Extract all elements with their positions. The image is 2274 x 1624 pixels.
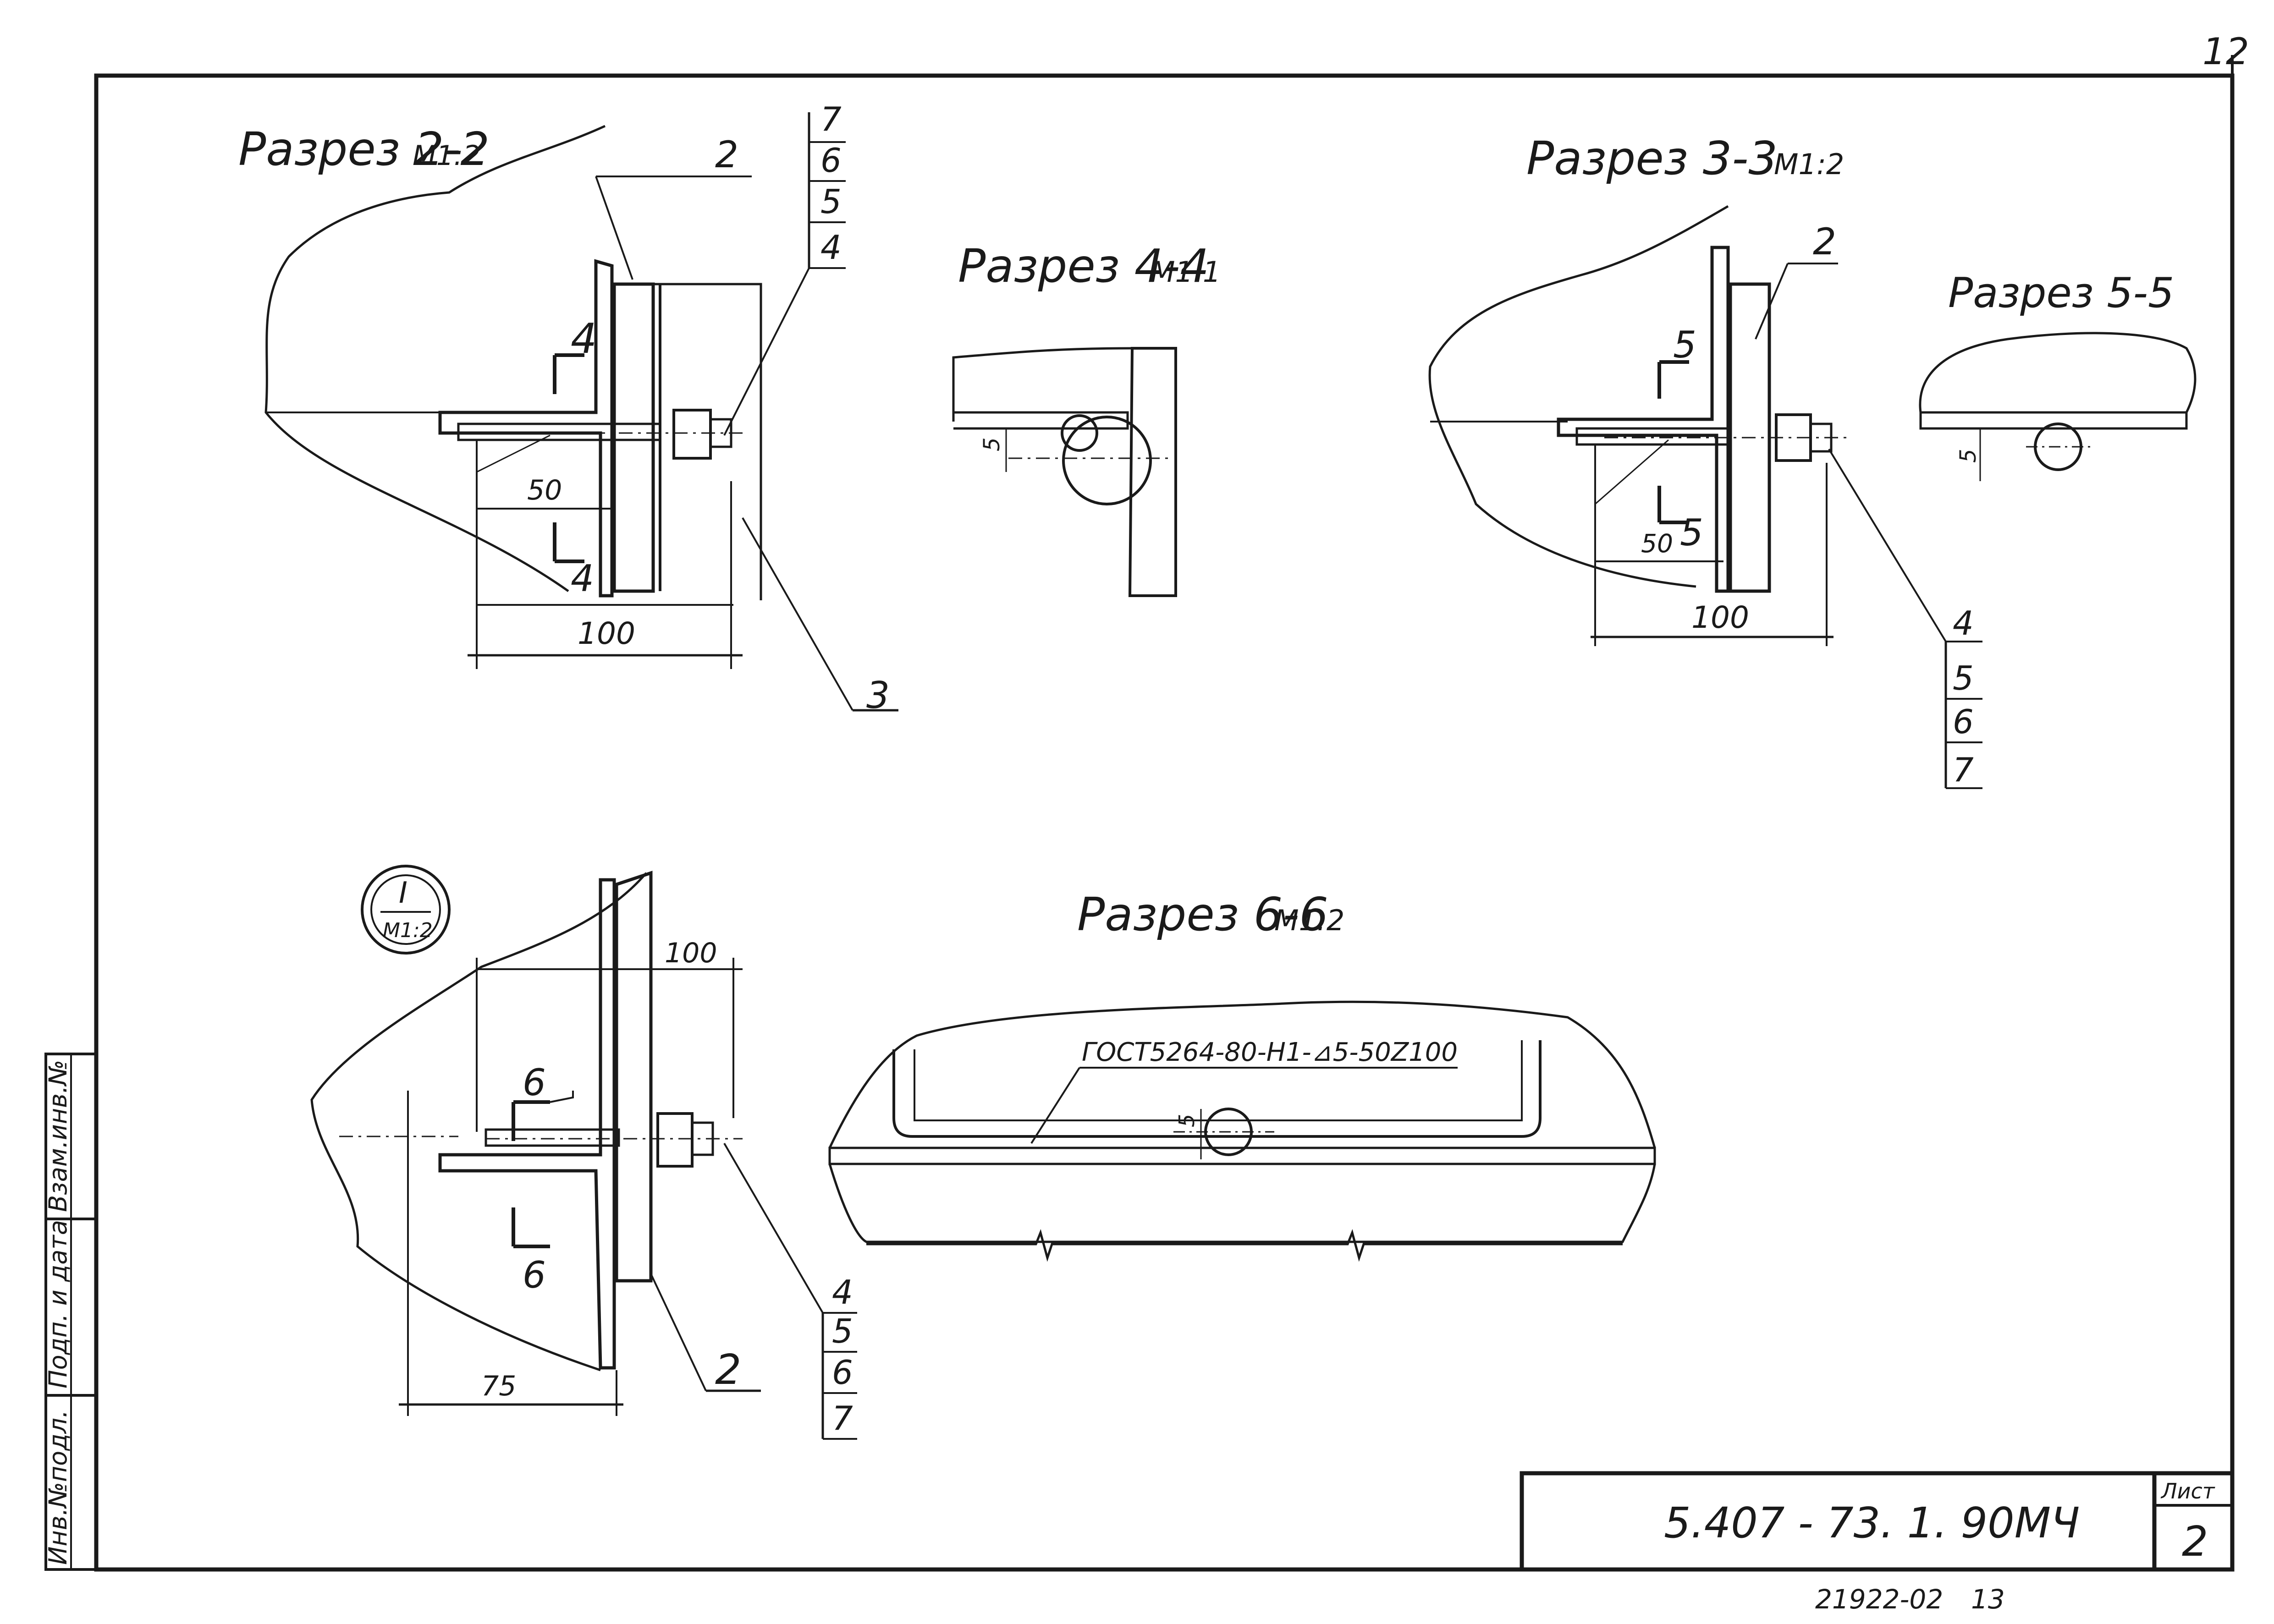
dim-5: 5 [1955,449,1981,463]
dim-100: 100 [1691,600,1749,635]
stack-6: 6 [832,1353,853,1392]
plate-6-6 [828,1147,1656,1165]
stack-5: 5 [1953,659,1974,697]
section-5-5-title: Разрез 5-5 [1948,269,2174,317]
insulation-layer-node [615,871,653,1283]
stack-6: 6 [820,141,842,180]
section-mark-bottom: 6 [523,1254,546,1296]
angle-profile [438,259,614,598]
dim-5: 5 [1174,1114,1199,1127]
section-2-2: Разрез 2-2 М1:2 2 7 6 5 4 4 4 50 [238,100,898,717]
dim-50: 50 [527,474,562,506]
section-mark-top: 6 [523,1061,546,1104]
section-2-2-scale: М1:2 [413,140,480,172]
node-label: I [399,876,407,910]
stack-4: 4 [820,228,842,267]
stack-7: 7 [832,1399,853,1437]
callout-2: 2 [715,133,738,176]
section-6-6: Разрез 6-6 М1:2 ГОСТ5264-80-Н1-⊿5-50Z100… [828,888,1656,1262]
insulation-layer [612,282,655,593]
sheet-frame [94,55,2235,1572]
dim-5: 5 [979,437,1005,451]
dim-100: 100 [665,937,717,969]
stack-4: 4 [832,1273,853,1311]
stack-5: 5 [820,182,842,221]
callout-3: 3 [866,674,890,717]
section-mark-bottom: 5 [1680,511,1703,554]
section-2-2-title: Разрез 2-2 [238,122,490,176]
dim-50: 50 [1641,529,1673,558]
section-6-6-scale: М1:2 [1274,904,1344,937]
wall-break-outline [264,125,606,593]
sheet-label: Лист [2160,1479,2215,1503]
callout-2: 2 [1813,220,1836,263]
section-3-3: Разрез 3-3 М1:2 2 5 5 50 100 4 5 6 7 [1428,132,1982,789]
section-mark-top: 5 [1673,324,1696,366]
section-3-3-title: Разрез 3-3 [1526,132,1778,185]
dim-100: 100 [578,616,635,651]
section-mark-top: 4 [571,315,597,363]
section-4-4-title: Разрез 4-4 [958,239,1209,293]
stack-5: 5 [832,1312,853,1350]
stamp-podp-data: Подп. и дата [44,1220,72,1388]
bolt [457,422,661,441]
stack-4: 4 [1953,604,1974,642]
nut [672,409,712,460]
sheet-number: 2 [2182,1518,2208,1566]
title-block [1520,1471,2235,1572]
weld-note: ГОСТ5264-80-Н1-⊿5-50Z100 [1082,1037,1458,1067]
stamp-inv-podl: Инв.№подл. [44,1410,72,1565]
stamp-vzam-inv: Взам.инв.№ [44,1060,72,1212]
stack-7: 7 [1953,751,1974,789]
angle-profile-3 [1557,246,1730,593]
section-5-5: Разрез 5-5 5 [1919,269,2197,481]
section-4-4: Разрез 4-4 М1:1 5 [952,239,1221,597]
archive-number: 21922-02 [1815,1584,1943,1615]
document-code: 5.407 - 73. 1. 90МЧ [1664,1498,2080,1547]
dim-75: 75 [481,1370,516,1402]
section-3-3-scale: М1:2 [1774,148,1844,181]
callout-2: 2 [715,1346,741,1394]
side-stamp: Инв.№подл. Подп. и дата Взам.инв.№ [44,1053,98,1571]
node-1: I М1:2 100 6 6 75 4 5 6 7 2 [310,865,857,1440]
archive-page: 13 [1971,1584,2005,1615]
page-corner-number: 12 [2202,30,2249,73]
rod-section [1062,416,1152,505]
node-scale: М1:2 [383,919,433,942]
angle-profile-node [438,878,616,1370]
section-4-4-scale: М1:1 [1151,255,1221,289]
stack-6: 6 [1953,702,1974,741]
section-mark-bottom: 4 [571,557,594,600]
stack-7: 7 [820,100,842,138]
section-6-6-title: Разрез 6-6 [1077,888,1328,941]
